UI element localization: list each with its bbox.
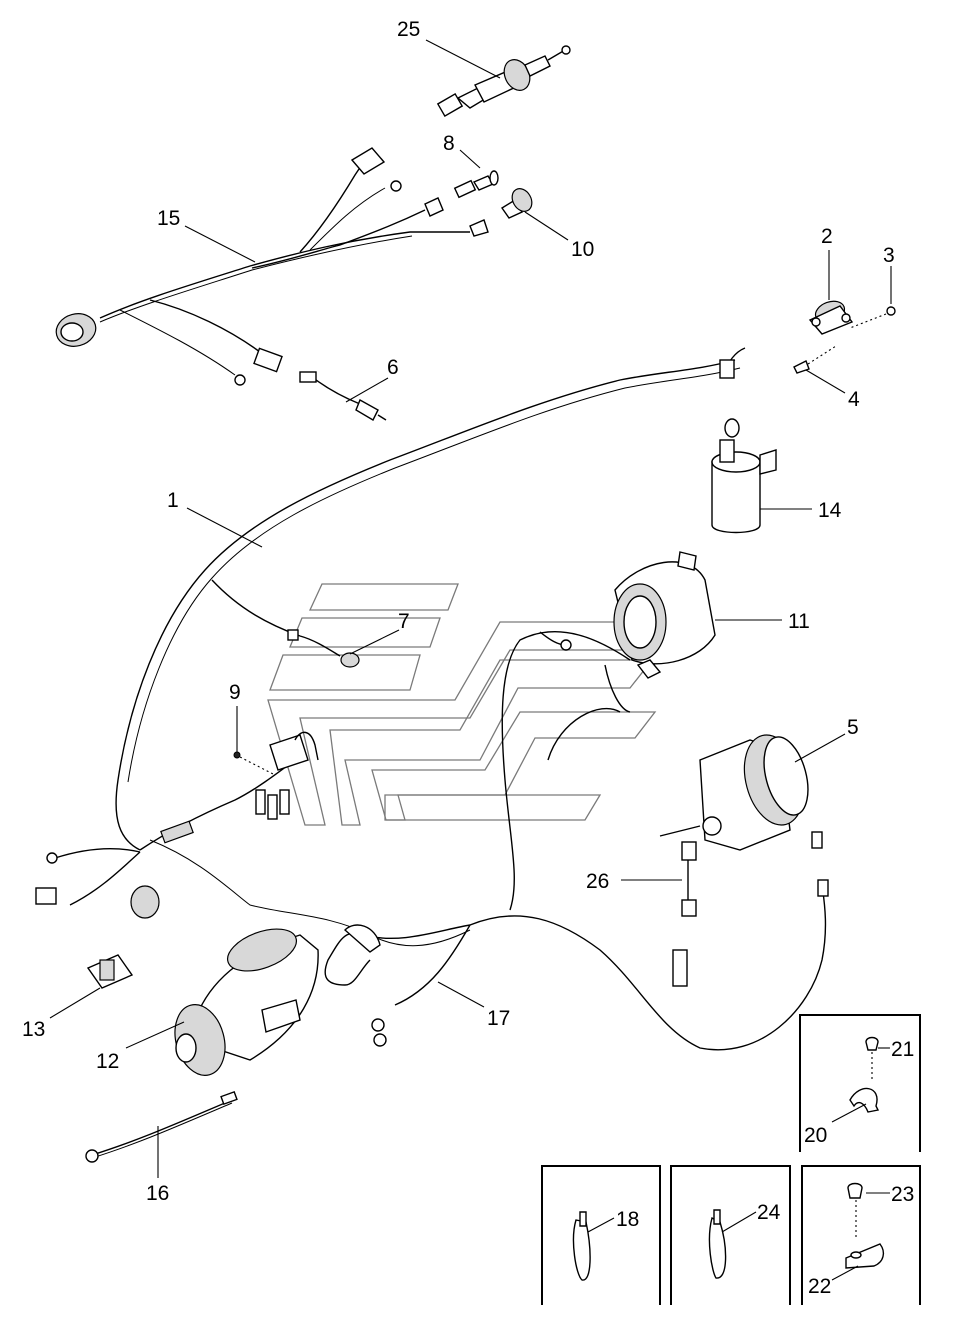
callout-9: 9: [229, 681, 241, 704]
callout-26: 26: [586, 870, 609, 893]
callout-1: 1: [167, 489, 179, 512]
part-6-sensor: [299, 371, 387, 421]
part-12-starter: [174, 928, 319, 1076]
callout-20: 20: [804, 1124, 827, 1147]
leader-lines: [49, 39, 892, 1281]
part-11-alternator: [501, 551, 716, 911]
watermark-logo: [267, 583, 657, 826]
part-2-horn: [793, 300, 896, 374]
callout-6: 6: [387, 356, 399, 379]
part-25-fuel-solenoid: [436, 45, 571, 118]
part-4-screw: [793, 360, 810, 374]
callout-8: 8: [443, 132, 455, 155]
part-1-main-harness: [35, 347, 746, 947]
callout-24: 24: [757, 1201, 781, 1224]
part-5-ac-compressor: [659, 734, 823, 851]
callout-7: 7: [398, 610, 410, 633]
callout-17: 17: [487, 1007, 510, 1030]
callout-3: 3: [883, 244, 895, 267]
callout-25: 25: [397, 18, 420, 41]
callout-5: 5: [847, 716, 859, 739]
callout-13: 13: [22, 1018, 45, 1041]
callout-labels: 25 8 15 10 2 3 4 6 1 14 7 11 9 5 26 13 1…: [22, 18, 914, 1298]
callout-16: 16: [146, 1182, 169, 1205]
part-3-nut: [886, 306, 896, 316]
detail-box-20-21: [799, 1014, 921, 1152]
callout-18: 18: [616, 1208, 639, 1231]
part-7-switch: [287, 629, 360, 668]
detail-box-24: [670, 1165, 791, 1305]
detail-box-22-23: [801, 1165, 921, 1305]
part-26-switch: [681, 841, 697, 917]
part-8-sender: [453, 170, 499, 199]
callout-2: 2: [821, 225, 833, 248]
part-9-fuse-block: [233, 731, 319, 820]
callout-4: 4: [848, 388, 860, 411]
part-14-receiver-drier: [711, 418, 777, 534]
part-13-relay: [86, 954, 134, 989]
callout-12: 12: [96, 1050, 119, 1073]
detail-box-18: [541, 1165, 661, 1305]
callout-23: 23: [891, 1183, 914, 1206]
callout-11: 11: [788, 610, 810, 633]
part-10-pressure-switch: [501, 188, 533, 219]
callout-22: 22: [808, 1275, 831, 1298]
callout-10: 10: [571, 238, 594, 261]
part-17-cable: [324, 879, 829, 1051]
callout-14: 14: [818, 499, 842, 522]
part-16-ground-strap: [85, 1090, 238, 1163]
part-15-harness: [55, 147, 489, 386]
callout-15: 15: [157, 207, 180, 230]
callout-21: 21: [891, 1038, 914, 1061]
